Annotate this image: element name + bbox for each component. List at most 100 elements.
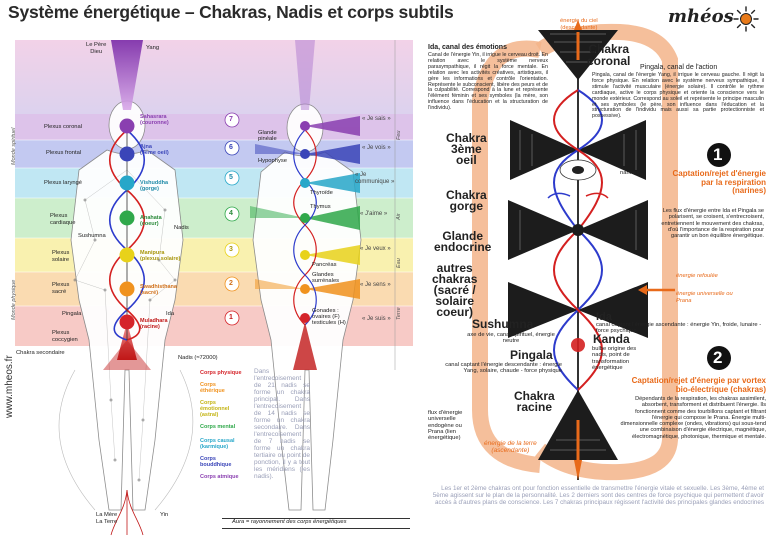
chakra-number: 4 <box>229 210 233 217</box>
chakra-coronal-label: Chakra coronal <box>587 42 631 68</box>
nadis-count-label: Nadis (≈72000) <box>178 355 218 361</box>
pingala-label: Pingala <box>62 311 82 317</box>
chakra-3eme-oeil-label: Chakra 3ème oeil <box>446 131 487 167</box>
body-label: Corps mental <box>200 424 236 430</box>
body-label: Corps bouddhique <box>200 456 232 468</box>
chakra-4-name: Anahata(coeur) <box>140 215 162 227</box>
plexus-label: Plexus frontal <box>46 150 82 156</box>
chakra-phrase: « Je communique » <box>355 172 395 185</box>
chakra-secondaire-label: Chakra secondaire <box>16 350 65 356</box>
plexus-label: Plexus cardiaque <box>50 213 76 226</box>
autres-chakras-label: autres chakras (sacré / solaire coeur) <box>432 261 478 319</box>
step-1-number: 1 <box>713 145 723 164</box>
element-terre: Terre <box>396 307 402 320</box>
plexus-label: Plexus laryngé <box>44 180 83 186</box>
sun-icon <box>733 6 759 32</box>
chakra-number: 1 <box>229 314 233 321</box>
narines-label: narines <box>620 170 640 176</box>
captation2-text: Dépendants de la respiration, les chakra… <box>620 396 766 440</box>
element-air: Air <box>396 213 402 220</box>
gland-label: Pancréas <box>312 262 337 268</box>
body-label: Corps émotionnel (astral) <box>200 400 230 418</box>
kanda-text: bulbe origine des nadis, point de transf… <box>592 346 637 371</box>
footer-text: Les 1er et 2ème chakras ont pour fonctio… <box>432 485 764 506</box>
chakra-number: 2 <box>229 280 233 287</box>
energie-ciel-label: énergie du ciel (descendante) <box>560 18 598 31</box>
sushumna-title: Sushumna <box>472 317 534 331</box>
bodies-text: Dans l'entrecoisement de 21 nadis se for… <box>254 368 310 480</box>
chakra-number: 3 <box>229 246 233 253</box>
energie-refoulee-label: énergie refoulée <box>676 273 718 279</box>
chakra-phrase: « Je sens » <box>360 282 391 288</box>
element-eau: Eau <box>396 258 402 268</box>
chakra-phrase: « Je vois » <box>362 145 391 151</box>
chakra-phrase: « Je suis » <box>362 316 391 322</box>
ida-text: Canal de l'énergie Yin, il irrigue le ce… <box>428 52 548 112</box>
plexus-label: Plexus solaire <box>52 250 70 263</box>
captation1-text: Les flux d'énergie entre Ida et Pingala … <box>661 208 764 240</box>
chakra-1-name: Muladhara(racine) <box>140 318 168 330</box>
kanda-title: Kanda <box>593 332 630 346</box>
body-label: Corps éthérique <box>200 382 225 394</box>
chakra-number: 5 <box>229 174 233 181</box>
right-illustration <box>472 20 678 481</box>
aura-bar <box>222 518 410 529</box>
plexus-label: Plexus coccygien <box>52 330 78 343</box>
pingala-small-text: canal captant l'énergie descendante : én… <box>445 362 562 375</box>
chakra-racine-label: Chakra racine <box>514 389 555 414</box>
ida-label: Ida <box>166 311 175 317</box>
captation1-title: Captation/rejet d'énergie par la respira… <box>672 169 766 195</box>
gland-label: Hypophyse <box>258 158 288 164</box>
body-label: Corps atmique <box>200 474 239 480</box>
logo: mhéos <box>668 6 734 27</box>
chakra-3-name: Manipura(plexus solaire) <box>140 250 181 262</box>
pingala-small-title: Pingala <box>510 348 553 362</box>
ida-title: Ida, canal des émotions <box>428 44 507 51</box>
step-2-number: 2 <box>713 348 723 367</box>
mere-terre-label: La Mère La Terre <box>96 512 118 525</box>
chakra-gorge-label: Chakra gorge <box>446 188 487 213</box>
sushumna-label: Sushumna <box>78 233 106 239</box>
ida-small-text: canal captant l'énergie ascendante : éne… <box>596 322 762 335</box>
gland-label: Gonades : ovaires (F) testicules (H) <box>312 308 346 327</box>
energie-universelle-label: énergie universelle ou Prana <box>676 291 733 304</box>
pingala-text: Pingala, canal de l'énergie Yang, il irr… <box>592 72 764 120</box>
body-label: Corps causal (karmique) <box>200 438 235 450</box>
element-feu: Feu <box>396 130 402 140</box>
body-label: Corps physique <box>200 370 242 376</box>
plexus-label: Plexus sacré <box>52 282 70 295</box>
aura-label: Aura = rayonnement des corps énergétique… <box>232 519 347 525</box>
gland-label: Thymus <box>310 204 331 210</box>
website-link[interactable]: www.mheos.fr <box>4 355 15 418</box>
sushumna-text: axe de vie, canal spirituel, énergie neu… <box>467 332 555 345</box>
chakra-number: 6 <box>229 144 233 151</box>
monde-physique-label: Monde physique <box>11 279 17 320</box>
nadis-label: Nadis <box>174 225 189 231</box>
yin-label: Yin <box>160 512 169 518</box>
chakra-phrase: « Je veux » <box>360 246 391 252</box>
pingala-title: Pingala, canal de l'action <box>640 64 718 71</box>
monde-spirituel-label: Monde spirituel <box>11 127 17 165</box>
chakra-number-column <box>224 112 240 326</box>
glande-endocrine-label: Glande endocrine <box>434 229 492 254</box>
pere-dieu-label: Le Père Dieu <box>86 42 107 55</box>
gland-label: Thyroïde <box>310 190 333 196</box>
page-title: Système énergétique – Chakras, Nadis et … <box>8 2 454 22</box>
chakra-number: 7 <box>229 116 233 123</box>
yang-label: Yang <box>146 45 160 51</box>
left-illustration <box>15 40 413 536</box>
gland-label: Glande pinéale <box>258 130 277 143</box>
energie-terre-label: énergie de la terre (ascendante) <box>484 440 537 454</box>
chakra-2-name: Swadhisthana(sacré) <box>140 284 177 296</box>
chakra-7-name: Sahasrara(couronne) <box>140 114 169 126</box>
flux-label: flux d'énergie universelle endogène ou P… <box>428 410 463 442</box>
chakra-phrase: « Je sais » <box>362 116 391 122</box>
gland-label: Glandes surrénales <box>312 272 340 285</box>
step-2-badge <box>707 346 731 370</box>
step-1-badge <box>707 143 731 167</box>
plexus-label: Plexus coronal <box>44 124 83 130</box>
chakra-6-name: Ajna(3ème oeil) <box>140 144 169 156</box>
captation2-title: Captation/rejet d'énergie par vortex bio… <box>631 376 766 394</box>
chakra-5-name: Vishuddha(gorge) <box>140 180 169 192</box>
ida-small-title: Ida <box>596 311 612 323</box>
